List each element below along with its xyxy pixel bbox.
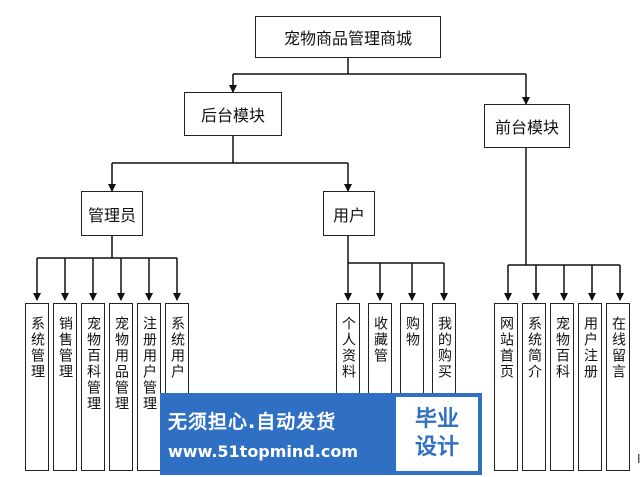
watermark-brand-line2: 设计 xyxy=(414,435,459,460)
watermark-slogan: 无须担心.自动发货 xyxy=(168,411,337,433)
frontend-item-system-intro: 系统简介 xyxy=(522,303,546,471)
frontend-item-user-registration: 用户注册 xyxy=(578,303,602,471)
edge-glyph: I xyxy=(637,452,641,466)
frontend-item-guestbook: 在线留言 xyxy=(606,303,630,471)
user-node: 用户 xyxy=(323,191,375,236)
frontend-item-pet-encyclopedia: 宠物百科 xyxy=(550,303,574,471)
frontend-item-homepage: 网站首页 xyxy=(494,303,518,471)
admin-item-registered-user-management: 注册用户管理 xyxy=(137,303,161,471)
backend-module-node: 后台模块 xyxy=(184,92,282,136)
admin-item-system-management: 系统管理 xyxy=(25,303,49,471)
watermark-text-block: 无须担心.自动发货 www.51topmind.com xyxy=(160,393,396,475)
admin-node: 管理员 xyxy=(81,191,143,236)
watermark-brand-badge: 毕业 设计 xyxy=(396,397,478,471)
admin-item-pet-encyclopedia-management: 宠物百科管理 xyxy=(81,303,105,471)
frontend-module-node: 前台模块 xyxy=(484,104,570,148)
root-node: 宠物商品管理商城 xyxy=(255,16,441,58)
watermark-brand-line1: 毕业 xyxy=(414,407,459,432)
admin-item-sales-management: 销售管理 xyxy=(53,303,77,471)
admin-item-pet-supplies-management: 宠物用品管理 xyxy=(109,303,133,471)
watermark-url: www.51topmind.com xyxy=(168,442,358,461)
watermark-banner: 无须担心.自动发货 www.51topmind.com 毕业 设计 xyxy=(160,393,482,475)
